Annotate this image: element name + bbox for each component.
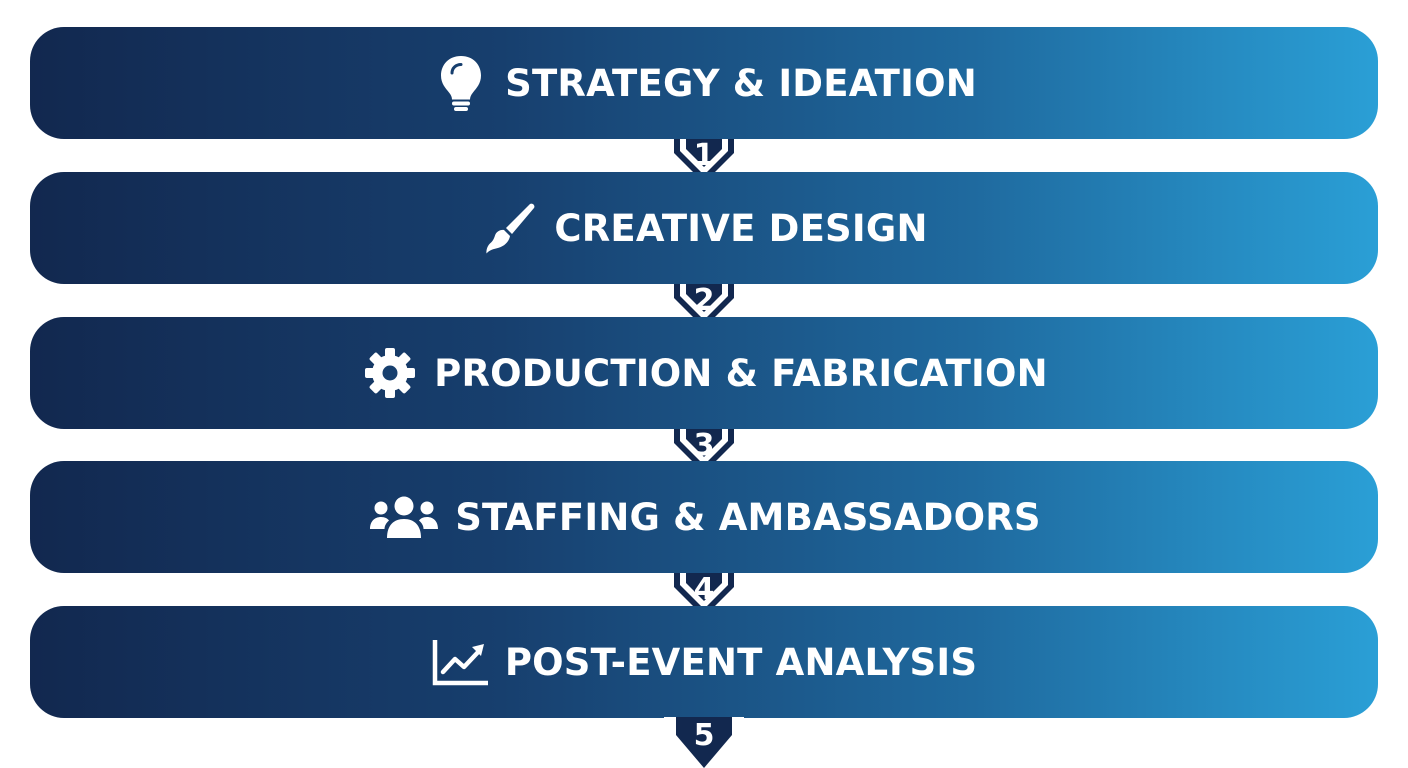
step-staffing-ambassadors: STAFFING & AMBASSADORS	[30, 461, 1378, 573]
arrow-down-icon	[664, 139, 744, 195]
step-connector-3: 3	[664, 429, 744, 485]
step-label: CREATIVE DESIGN	[554, 206, 928, 250]
step-post-event-analysis: POST-EVENT ANALYSIS	[30, 606, 1378, 718]
step-production-fabrication: PRODUCTION & FABRICATION	[30, 317, 1378, 429]
step-number: 2	[693, 283, 715, 318]
step-label: PRODUCTION & FABRICATION	[434, 351, 1048, 395]
lightbulb-icon	[431, 53, 491, 113]
step-number: 4	[693, 572, 715, 607]
arrow-down-icon	[664, 573, 744, 629]
step-connector-4: 4	[664, 573, 744, 629]
users-icon	[367, 487, 441, 547]
arrow-down-icon	[664, 717, 744, 768]
arrow-down-icon	[664, 429, 744, 485]
step-number: 5	[693, 718, 715, 753]
step-connector-5: 5	[664, 717, 744, 768]
step-creative-design: CREATIVE DESIGN	[30, 172, 1378, 284]
step-connector-2: 2	[664, 284, 744, 340]
step-number: 3	[693, 428, 715, 463]
step-label: POST-EVENT ANALYSIS	[504, 640, 978, 684]
step-number: 1	[693, 138, 715, 173]
step-label: STAFFING & AMBASSADORS	[455, 495, 1041, 539]
gear-icon	[360, 343, 420, 403]
step-label: STRATEGY & IDEATION	[505, 61, 977, 105]
paintbrush-icon	[480, 198, 540, 258]
chart-line-icon	[431, 632, 491, 692]
step-strategy-ideation: STRATEGY & IDEATION	[30, 27, 1378, 139]
arrow-down-icon	[664, 284, 744, 340]
step-connector-1: 1	[664, 139, 744, 195]
